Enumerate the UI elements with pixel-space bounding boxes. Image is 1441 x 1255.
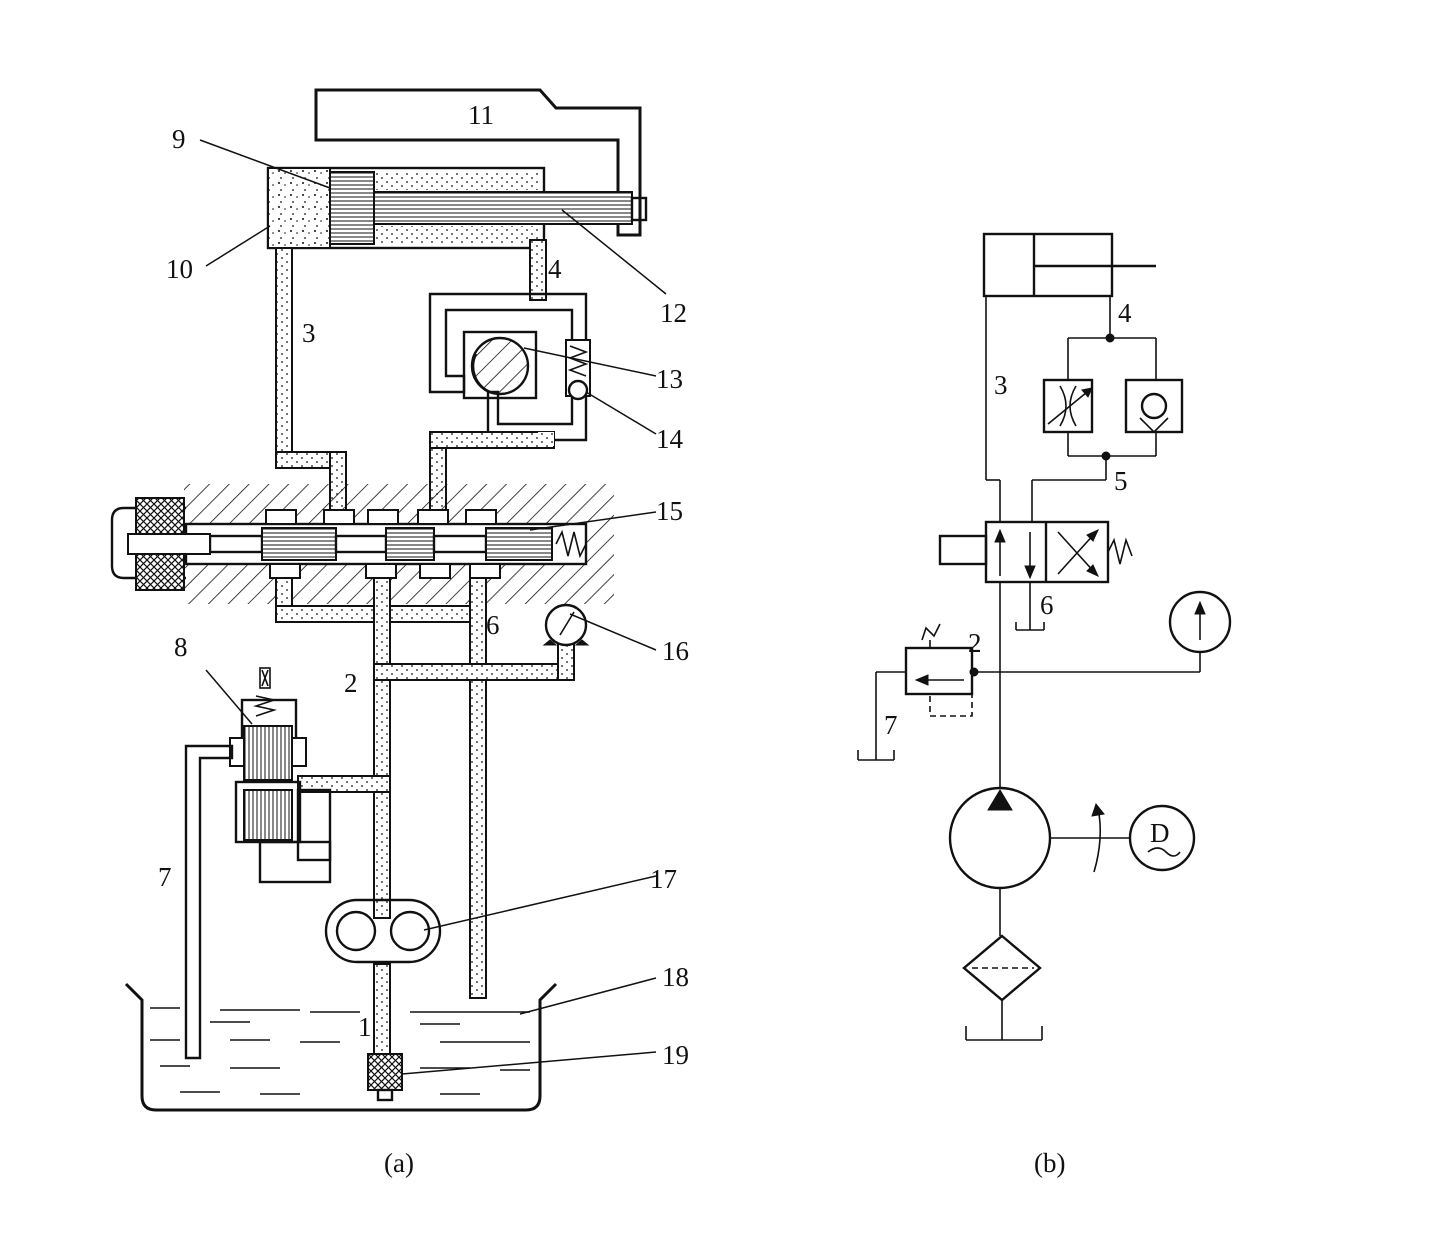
label-a-7: 7 xyxy=(158,862,172,892)
motor-letter: D xyxy=(1150,818,1170,848)
cylinder-symbol xyxy=(982,232,1156,298)
label-b-3: 3 xyxy=(994,370,1008,400)
label-a-11: 11 xyxy=(468,100,494,130)
circuit-lines-b xyxy=(857,296,1201,1041)
directional-valve-spool-15 xyxy=(208,527,587,561)
junction-5 xyxy=(1101,451,1111,461)
pressure-gauge-16 xyxy=(542,603,590,647)
label-a-6: 6 xyxy=(486,610,500,640)
cylinder-left-chamber-10 xyxy=(267,167,331,249)
label-a-9: 9 xyxy=(172,124,186,154)
label-a-2: 2 xyxy=(344,668,358,698)
filter-symbol xyxy=(962,934,1042,1002)
throttle-valve-13 xyxy=(462,330,538,400)
label-a-16: 16 xyxy=(662,636,689,666)
label-a-8: 8 xyxy=(174,632,188,662)
pipe-3 xyxy=(275,247,347,511)
figure-b: D 4 3 5 6 2 7 (b) xyxy=(857,232,1232,1178)
label-a-19: 19 xyxy=(662,1040,689,1070)
label-a-14: 14 xyxy=(656,424,684,454)
gear-pump-17 xyxy=(324,898,442,964)
hydraulic-cylinder xyxy=(266,166,648,250)
label-a-1: 1 xyxy=(358,1012,372,1042)
directional-valve-symbol xyxy=(938,520,1133,584)
check-valve-symbol xyxy=(1124,378,1184,434)
caption-b: (b) xyxy=(1034,1148,1065,1178)
label-a-4: 4 xyxy=(548,254,562,284)
junction-4 xyxy=(1105,333,1115,343)
label-a-18: 18 xyxy=(662,962,689,992)
check-valve-14 xyxy=(565,339,591,401)
relief-valve-symbol xyxy=(904,623,974,717)
label-a-15: 15 xyxy=(656,496,683,526)
label-a-10: 10 xyxy=(166,254,193,284)
worktable-11 xyxy=(314,88,642,237)
figure-a: 11 9 10 4 12 3 13 14 15 6 16 8 2 7 17 18… xyxy=(110,88,689,1178)
pipe-7 xyxy=(184,744,234,1060)
piston-9 xyxy=(329,171,375,245)
label-b-6: 6 xyxy=(1040,590,1054,620)
leader-lines-a xyxy=(199,139,667,1075)
relief-valve-8 xyxy=(229,667,332,884)
label-b-2: 2 xyxy=(968,628,982,658)
piston-rod-12 xyxy=(373,191,633,225)
label-a-13: 13 xyxy=(656,364,683,394)
pipe-2-pressure xyxy=(297,577,575,1055)
pump-symbol xyxy=(948,786,1105,890)
filter-19 xyxy=(367,1053,403,1102)
label-a-3: 3 xyxy=(302,318,316,348)
caption-a: (a) xyxy=(384,1148,414,1178)
motor-symbol: D xyxy=(1128,804,1196,872)
label-b-7: 7 xyxy=(884,710,898,740)
label-b-5: 5 xyxy=(1114,466,1128,496)
solenoid-knob xyxy=(110,497,211,591)
label-b-4: 4 xyxy=(1118,298,1132,328)
pressure-gauge-symbol xyxy=(1168,590,1232,654)
throttle-valve-symbol xyxy=(1042,378,1094,434)
label-a-12: 12 xyxy=(660,298,687,328)
label-a-17: 17 xyxy=(650,864,677,894)
oil-tank-18 xyxy=(124,982,558,1112)
